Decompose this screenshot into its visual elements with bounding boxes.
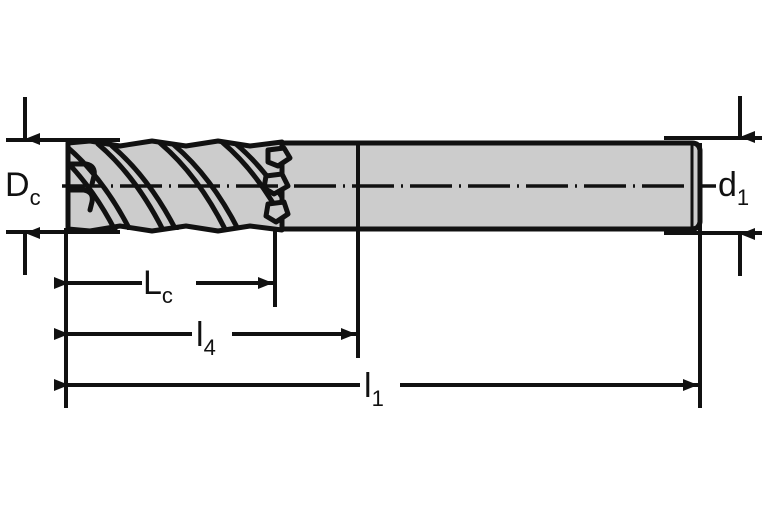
flute-line-4 bbox=[219, 142, 282, 230]
tool-body-group bbox=[62, 138, 716, 234]
dimension-d1-group: d1 bbox=[664, 96, 762, 276]
dimension-Dc-group: Dc bbox=[5, 97, 120, 275]
runout-notch-upper bbox=[265, 145, 293, 169]
dimension-l1-group: l1 bbox=[54, 367, 698, 411]
cutting-tip-detail bbox=[65, 161, 97, 213]
flute-line-2 bbox=[95, 142, 167, 230]
dimension-l4-group: l4 bbox=[54, 316, 356, 360]
dimension-label-l1: l1 bbox=[364, 367, 384, 411]
dimension-label-Dc: Dc bbox=[5, 166, 41, 210]
flute-runout-detail bbox=[261, 145, 293, 225]
tip-tooth-lower bbox=[65, 187, 95, 213]
dimension-label-l4: l4 bbox=[196, 316, 216, 360]
flute-line-3b bbox=[171, 142, 243, 230]
dimension-label-d1: d1 bbox=[718, 166, 749, 210]
dimension-label-Lc: Lc bbox=[143, 264, 173, 308]
dimension-Lc-group: Lc bbox=[54, 264, 273, 308]
tip-tooth-upper bbox=[65, 161, 97, 187]
runout-notch-lower bbox=[263, 199, 291, 225]
witness-lines-group bbox=[64, 143, 702, 408]
flute-line-3 bbox=[157, 142, 229, 230]
